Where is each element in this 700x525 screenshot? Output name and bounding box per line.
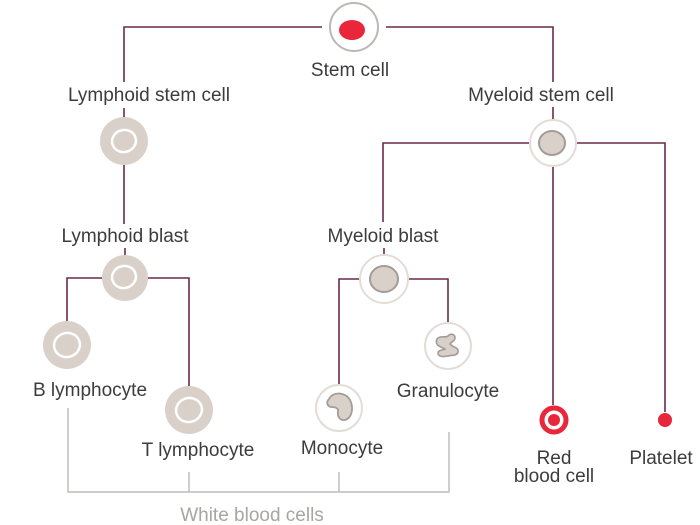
red-blood-cell-label-line1: Red xyxy=(537,448,572,469)
platelet-node: Platelet xyxy=(629,413,693,469)
lymphoid-blast-node: Lymphoid blast xyxy=(61,226,189,301)
myeloid-blast-node: Myeloid blast xyxy=(328,226,440,304)
platelet-label: Platelet xyxy=(629,448,693,469)
lymphoid-cell-icon xyxy=(43,321,91,369)
myeloid-stem-cell-label: Myeloid stem cell xyxy=(468,85,614,106)
white-blood-cells-bracket xyxy=(67,408,450,493)
granulocyte-label: Granulocyte xyxy=(397,381,499,402)
lymphoid-cell-icon xyxy=(102,255,148,301)
line-lymphoid-blast-branches xyxy=(66,248,190,386)
myeloid-blast-label: Myeloid blast xyxy=(328,226,440,247)
lymphoid-cell-icon xyxy=(165,386,213,434)
myeloid-stem-cell-node: Myeloid stem cell xyxy=(468,85,614,167)
line-myeloid-blast-branches xyxy=(338,248,449,385)
t-lymphocyte-node: T lymphocyte xyxy=(142,386,255,461)
b-lymphocyte-label: B lymphocyte xyxy=(33,380,147,401)
red-blood-cell-node: Red blood cell xyxy=(514,405,594,487)
b-lymphocyte-node: B lymphocyte xyxy=(33,321,147,401)
lymphoid-stem-cell-label: Lymphoid stem cell xyxy=(68,85,230,106)
red-blood-cell-label-line2: blood cell xyxy=(514,466,594,487)
red-dot-icon xyxy=(658,413,672,427)
connector-lines xyxy=(66,26,666,412)
t-lymphocyte-label: T lymphocyte xyxy=(142,440,255,461)
monocyte-node: Monocyte xyxy=(301,384,383,459)
lymphoid-blast-label: Lymphoid blast xyxy=(61,226,189,247)
red-nucleus-icon xyxy=(339,20,365,40)
white-blood-cells-label: White blood cells xyxy=(180,505,324,525)
stem-cell-node: Stem cell xyxy=(311,2,389,81)
line-stem-to-branches xyxy=(123,26,554,82)
lymphoid-stem-cell-node: Lymphoid stem cell xyxy=(68,85,230,165)
monocyte-label: Monocyte xyxy=(301,438,383,459)
lymphoid-cell-icon xyxy=(100,117,148,165)
stem-cell-label: Stem cell xyxy=(311,60,389,81)
line-myeloid-stem-branches xyxy=(382,142,666,412)
granulocyte-node: Granulocyte xyxy=(397,322,499,402)
